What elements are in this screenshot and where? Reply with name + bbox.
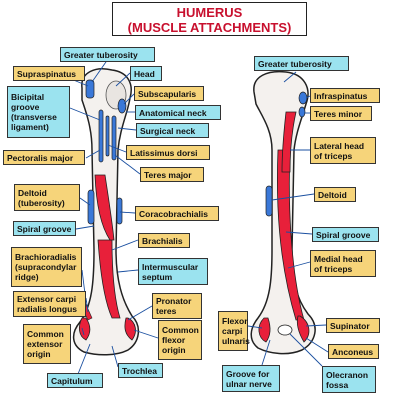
label-spiral-groove-right: Spiral groove (312, 227, 379, 242)
olecranon-fossa-shape (277, 324, 293, 336)
label-teres-minor: Teres minor (310, 106, 372, 121)
pointer-flexor-carpi-ulnaris (247, 325, 263, 329)
pointer-pronator-teres (127, 305, 153, 321)
label-brachialis: Brachialis (138, 233, 190, 248)
pointer-deltoid-tuberosity (79, 197, 91, 206)
pointer-greater-tuberosity-right (283, 71, 297, 83)
infraspinatus-insertion (298, 91, 308, 105)
triceps-lateral-head-area (281, 111, 297, 173)
pointer-olecranon-fossa (289, 333, 323, 367)
label-trochlea: Trochlea (118, 363, 163, 378)
diagram-title: HUMERUS (MUSCLE ATTACHMENTS) (112, 2, 307, 36)
label-anatomical-neck: Anatomical neck (135, 105, 221, 120)
brachialis-origin-area (97, 239, 121, 319)
label-capitulum: Capitulum (47, 373, 103, 388)
pointer-greater-tuberosity-left (91, 58, 109, 83)
label-pectoralis-major: Pectoralis major (3, 150, 85, 165)
teres-minor-insertion (298, 106, 306, 118)
pointer-groove-ulnar-nerve (261, 339, 271, 366)
label-flexor-carpi-ulnaris: Flexor carpi ulnaris (218, 311, 250, 351)
deltoid-insertion-left (87, 189, 95, 225)
label-extensor-carpi: Extensor carpi radialis longus (13, 291, 86, 317)
brachialis-upper-area (94, 174, 115, 241)
label-supraspinatus: Supraspinatus (13, 66, 85, 81)
label-pronator-teres: Pronator teres (152, 293, 202, 319)
label-lateral-head-triceps: Lateral head of triceps (310, 137, 376, 164)
pointer-spiral-groove-right (285, 231, 313, 235)
label-brachioradialis: Brachioradialis (supracondylar ridge) (11, 247, 82, 287)
title-line-2: (MUSCLE ATTACHMENTS) (127, 20, 292, 35)
supraspinatus-insertion (85, 79, 95, 99)
pointer-subscapularis (123, 93, 135, 105)
label-olecranon-fossa: Olecranon fossa (322, 366, 376, 393)
label-groove-ulnar-nerve: Groove for ulnar nerve (222, 365, 280, 392)
pointer-spiral-groove-left (75, 225, 95, 230)
label-supinator: Supinator (326, 318, 380, 333)
pointer-extensor-carpi (85, 297, 89, 313)
pointer-common-extensor (81, 327, 85, 336)
pointer-trochlea (111, 345, 119, 368)
pectoralis-major-insertion (98, 109, 104, 163)
posterior-humerus (250, 70, 316, 355)
subscapularis-insertion (117, 98, 127, 114)
common-extensor-origin-area (78, 317, 91, 341)
label-anconeus: Anconeus (328, 344, 379, 359)
label-deltoid-tuberosity: Deltoid (tuberosity) (14, 184, 80, 211)
label-intermuscular-septum: Intermuscular septum (138, 258, 208, 285)
label-bicipital-groove: Bicipital groove (transverse ligament) (7, 86, 70, 138)
label-head: Head (130, 66, 162, 81)
deltoid-insertion-right (265, 185, 273, 217)
label-greater-tuberosity-right: Greater tuberosity (254, 56, 349, 71)
title-line-1: HUMERUS (176, 5, 243, 20)
pointer-capitulum (77, 343, 91, 375)
label-teres-major: Teres major (140, 167, 204, 182)
anconeus-origin-area (296, 315, 310, 343)
pointer-teres-major (114, 154, 141, 175)
pointer-medial-head-triceps (287, 261, 311, 269)
pointer-brachialis (111, 239, 139, 251)
label-greater-tuberosity-left: Greater tuberosity (60, 47, 155, 62)
latissimus-insertion (105, 115, 110, 157)
pointer-coracobrachialis (119, 211, 136, 214)
pointer-common-flexor (133, 329, 159, 339)
teres-major-insertion (111, 115, 117, 161)
label-common-extensor: Common extensor origin (23, 324, 71, 364)
label-latissimus-dorsi: Latissimus dorsi (126, 145, 210, 160)
pointer-latissimus-dorsi (107, 144, 127, 153)
pointer-deltoid-right (271, 193, 315, 201)
anterior-humerus (72, 68, 140, 356)
label-infraspinatus: Infraspinatus (310, 88, 380, 103)
label-spiral-groove-left: Spiral groove (13, 221, 76, 236)
pointer-bicipital-groove (69, 107, 101, 121)
coracobrachialis-insertion (116, 197, 123, 225)
label-coracobrachialis: Coracobrachialis (135, 206, 219, 221)
pointer-infraspinatus (305, 95, 311, 99)
pointer-surgical-neck (117, 127, 137, 131)
label-deltoid-right: Deltoid (314, 187, 356, 202)
pointer-intermuscular-septum (117, 269, 139, 273)
label-common-flexor: Common flexor origin (158, 320, 202, 360)
label-subscapularis: Subscapularis (134, 86, 204, 101)
label-medial-head-triceps: Medial head of triceps (310, 250, 376, 277)
pointer-head (115, 72, 131, 87)
pointer-pectoralis-major (85, 149, 101, 159)
pointer-anconeus (305, 337, 329, 353)
flexor-carpi-ulnaris-origin (258, 317, 271, 343)
label-surgical-neck: Surgical neck (136, 123, 209, 138)
common-flexor-origin-area (124, 317, 136, 341)
pointer-supinator (305, 324, 327, 327)
